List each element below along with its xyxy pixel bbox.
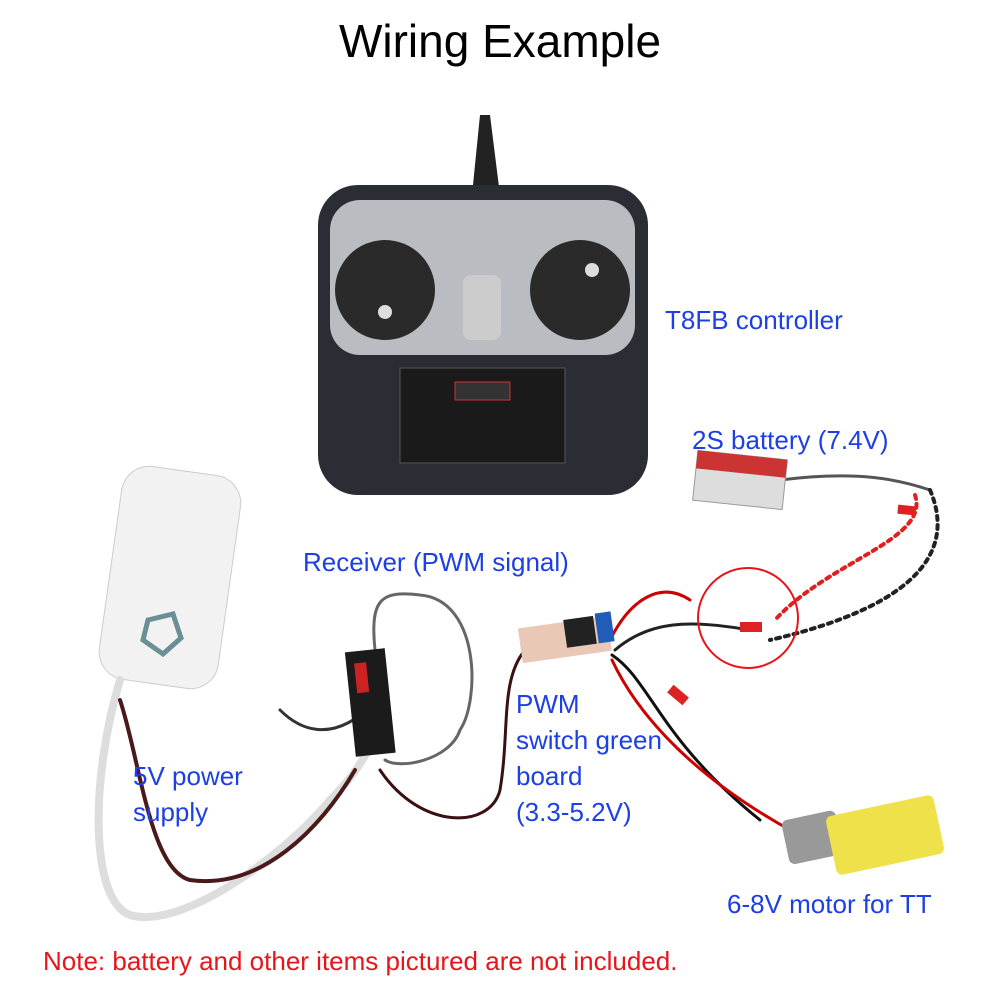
tt-motor-image — [781, 795, 944, 875]
battery-label: 2S battery (7.4V) — [692, 425, 889, 455]
board-label-line: switch green — [516, 725, 662, 755]
t8fb-controller-image — [318, 115, 648, 495]
receiver-label: Receiver (PWM signal) — [303, 547, 569, 577]
power-bank-image — [98, 465, 242, 690]
motor-label: 6-8V motor for TT — [727, 889, 932, 919]
controller-label: T8FB controller — [665, 305, 843, 335]
connector-highlight-circle — [697, 567, 799, 669]
power-label-line: 5V power — [133, 761, 243, 791]
board-label-line: (3.3-5.2V) — [516, 797, 632, 827]
pwm-switch-board-image — [517, 611, 762, 706]
board-label: PWM switch green board (3.3-5.2V) — [516, 686, 662, 830]
page-title: Wiring Example — [338, 15, 662, 67]
board-label-line: board — [516, 761, 583, 791]
disclaimer-note: Note: battery and other items pictured a… — [43, 946, 678, 976]
power-supply-label: 5V power supply — [133, 758, 243, 830]
receiver-image — [344, 648, 396, 757]
battery-image — [692, 449, 917, 516]
power-label-line: supply — [133, 797, 209, 827]
board-label-line: PWM — [516, 689, 580, 719]
